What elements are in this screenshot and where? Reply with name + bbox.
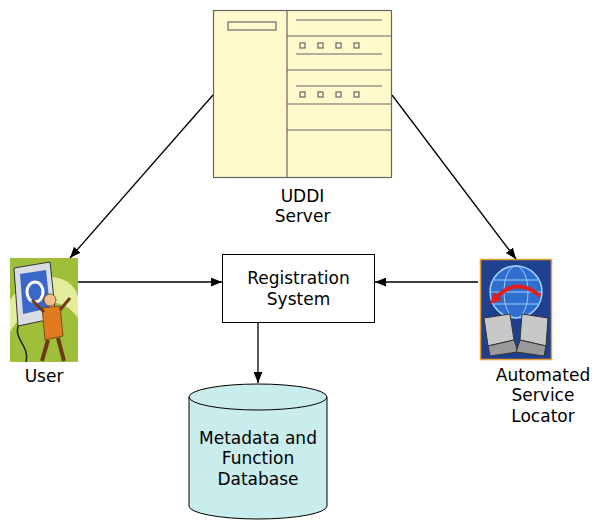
locator-icon	[481, 260, 552, 360]
locator-background	[481, 260, 552, 360]
person-arm	[32, 300, 44, 312]
node-label: User	[25, 366, 64, 386]
server-square	[318, 43, 323, 48]
server-line	[287, 69, 392, 70]
person-body	[42, 306, 63, 340]
laptop-keyboard	[516, 340, 546, 356]
node-label: UDDI Server	[253, 186, 353, 227]
server-square	[354, 43, 359, 48]
server-square	[318, 92, 323, 97]
person-leg	[58, 338, 64, 361]
server-line	[296, 53, 382, 54]
user-icon	[10, 258, 78, 362]
server-square	[336, 92, 341, 97]
node-label: Automated Service Locator	[491, 365, 595, 426]
globe-latitude	[494, 304, 538, 305]
node-label: Registration System	[229, 268, 368, 309]
red-arrowhead	[490, 292, 502, 304]
person-head	[44, 294, 56, 306]
arrow-connector	[78, 281, 222, 282]
person-leg	[42, 340, 48, 361]
text-holder: Automated Service Locator	[491, 365, 595, 426]
user-background	[10, 258, 78, 362]
text-holder: Metadata and Function Database	[194, 428, 322, 489]
server-square	[300, 43, 305, 48]
cylinder-body	[189, 384, 327, 519]
server-line	[287, 129, 392, 130]
text-holder: Registration System	[229, 268, 368, 309]
server-line	[287, 35, 392, 36]
locator-node: Automated Service Locator	[478, 259, 608, 426]
process-box: Registration System	[222, 254, 375, 323]
server-node: UDDI Server	[213, 10, 392, 227]
text-holder: UDDI Server	[253, 186, 353, 227]
red-arrow	[496, 286, 540, 298]
server-square	[336, 43, 341, 48]
arrow-connector	[257, 323, 258, 383]
globe-latitude	[494, 280, 538, 281]
person-arm	[60, 298, 70, 310]
text-holder: User	[25, 366, 64, 386]
server-bar	[228, 22, 276, 30]
server-outline	[214, 11, 392, 178]
arrow-connector	[392, 95, 516, 259]
laptop-keyboard	[488, 340, 518, 356]
server-line	[296, 19, 382, 20]
node-label: Metadata and Function Database	[194, 428, 322, 489]
screen-swirl	[27, 282, 43, 302]
server-line	[287, 103, 392, 104]
cylinder-rim	[189, 397, 327, 410]
globe	[490, 266, 542, 318]
server-divider	[286, 10, 287, 178]
user-node: User	[10, 258, 78, 386]
server-line	[296, 85, 382, 86]
arrow-connector	[375, 281, 478, 282]
server-square	[300, 92, 305, 97]
cable	[17, 326, 26, 362]
server-square	[354, 92, 359, 97]
server-icon	[214, 10, 393, 178]
arrow-connector	[70, 95, 213, 258]
database-cylinder: Metadata and Function Database	[188, 383, 328, 520]
